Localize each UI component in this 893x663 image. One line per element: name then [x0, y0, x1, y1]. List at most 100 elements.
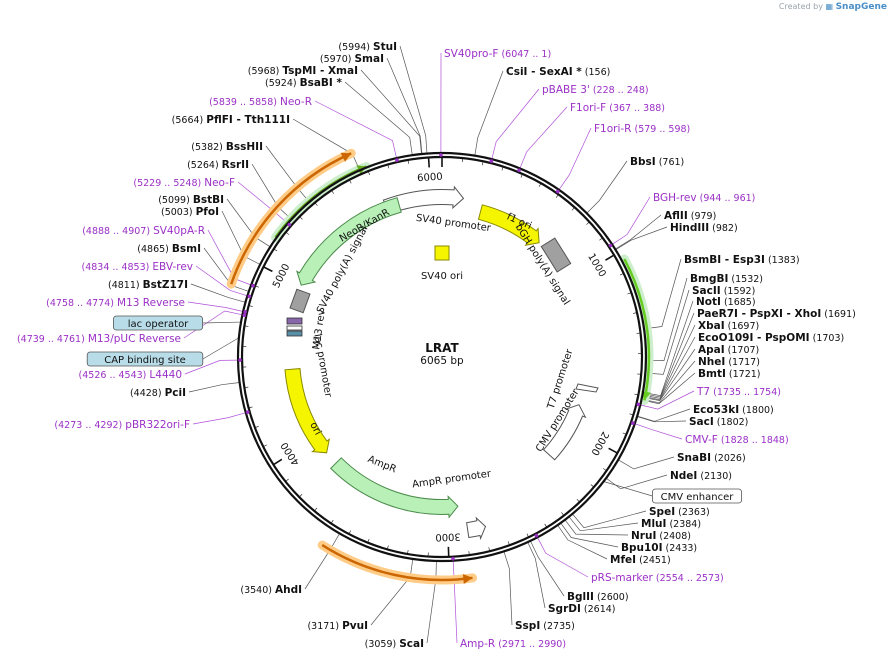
orf-arc[interactable] [321, 544, 473, 582]
feature-cmv-promoter[interactable] [542, 404, 587, 461]
primer-name: M13 Reverse [117, 297, 185, 309]
primer-pbabe-3[interactable]: pBABE 3' (228 .. 248) [542, 84, 649, 96]
site-apai[interactable]: ApaI (1707) [698, 344, 759, 356]
primer-prs-marker[interactable]: pRS-marker (2554 .. 2573) [591, 572, 724, 584]
site-nrui[interactable]: NruI (2408) [631, 530, 691, 542]
primer-neo-r[interactable]: (5839 .. 5858) Neo-R [209, 96, 312, 108]
feature-neor-kanr[interactable] [296, 197, 402, 286]
features[interactable] [284, 185, 599, 541]
site-bbsi[interactable]: BbsI (761) [630, 156, 684, 168]
primer-ebv-rev[interactable]: (4834 .. 4853) EBV-rev [81, 261, 193, 273]
primer-sv40pa-r[interactable]: (4888 .. 4907) SV40pA-R [82, 225, 205, 237]
boxed-label-lac-operator[interactable]: lac operator [113, 315, 203, 331]
tick-mark [299, 216, 303, 220]
feature-sv40-polya[interactable] [289, 288, 311, 314]
site-snabi[interactable]: SnaBI (2026) [677, 452, 746, 464]
site-hindiii[interactable]: HindIII (982) [670, 222, 738, 234]
primer-m13-reverse[interactable]: (4758 .. 4774) M13 Reverse [46, 297, 185, 309]
site-csii-sexai[interactable]: CsiI - SexAI * (156) [506, 66, 610, 78]
site-pflfi-tth111i[interactable]: (5664) PflFI - Tth111I [172, 114, 290, 126]
site-eco53ki[interactable]: Eco53kI (1800) [693, 404, 774, 416]
primer-f1ori-f[interactable]: F1ori-F (367 .. 388) [570, 102, 665, 114]
site-name: BsmBI - Esp3I [684, 254, 765, 266]
feature-cap-site-mark[interactable] [286, 330, 303, 337]
primer-pbr322ori-f[interactable]: (4273 .. 4292) pBR322ori-F [54, 419, 190, 431]
plasmid-name: LRAT [425, 341, 459, 355]
tick-label-group: 6000 [417, 172, 443, 185]
site-bsshii[interactable]: (5382) BssHII [191, 141, 263, 153]
primer-cmv-f[interactable]: CMV-F (1828 .. 1848) [685, 434, 789, 446]
site-ndei[interactable]: NdeI (2130) [670, 470, 732, 482]
site-scai[interactable]: (3059) ScaI [365, 638, 424, 650]
leader-line [530, 540, 565, 597]
site-tspmi-xmai[interactable]: (5968) TspMI - XmaI [248, 65, 358, 77]
primer-f1ori-r[interactable]: F1ori-R (579 .. 598) [594, 123, 690, 135]
restriction-sites[interactable]: (5994) StuI(5970) SmaI(5968) TspMI - Xma… [108, 41, 856, 650]
site-aflii[interactable]: AflII (979) [664, 210, 716, 222]
site-bsmi[interactable]: (4865) BsmI [137, 243, 201, 255]
tick-label: 3000 [435, 530, 461, 542]
site-sacii[interactable]: SacII (1592) [692, 285, 755, 297]
site-bstz17i[interactable]: (4811) BstZ17I [108, 279, 188, 291]
primer-sv40pro-f[interactable]: SV40pro-F (6047 .. 1) [444, 48, 551, 60]
primer-t7[interactable]: T7 (1735 .. 1754) [696, 386, 781, 398]
site-bmgbi[interactable]: BmgBI (1532) [690, 273, 763, 285]
orf-arc[interactable] [623, 258, 651, 401]
site-paer7i-pspxi-xhoi[interactable]: PaeR7I - PspXI - XhoI (1691) [697, 308, 856, 320]
primer-l4440[interactable]: (4526 .. 4543) L4440 [79, 369, 182, 381]
site-sgrdi[interactable]: SgrDI (2614) [548, 603, 616, 615]
site-bstbi[interactable]: (5099) BstBI [158, 194, 224, 206]
primer-bgh-rev[interactable]: BGH-rev (944 .. 961) [653, 192, 755, 204]
site-xbai[interactable]: XbaI (1697) [698, 320, 759, 332]
site-smai[interactable]: (5970) SmaI [320, 53, 384, 65]
site-stui[interactable]: (5994) StuI [338, 41, 397, 53]
site-position: (4811) [108, 280, 143, 291]
site-bglii[interactable]: BglII (2600) [567, 591, 629, 603]
site-mlui[interactable]: MluI (2384) [641, 518, 701, 530]
feature-f1-ori[interactable] [477, 204, 540, 247]
primer-mark [238, 358, 242, 362]
feature-lac-operator-mark[interactable] [286, 325, 303, 331]
primer-neo-f[interactable]: (5229 .. 5248) Neo-F [133, 177, 235, 189]
tick-mark [603, 468, 607, 471]
leader-line [192, 412, 246, 425]
site-pvui[interactable]: (3171) PvuI [307, 620, 368, 632]
site-saci[interactable]: SacI (1802) [689, 416, 748, 428]
site-bpu10i[interactable]: Bpu10I (2433) [621, 542, 697, 554]
feature-sv40-ori[interactable] [434, 245, 450, 261]
leader-line [184, 359, 239, 375]
feature-ori[interactable] [284, 368, 331, 454]
site-pfoi[interactable]: (5003) PfoI [161, 206, 219, 218]
site-bsmbi-esp3i[interactable]: BsmBI - Esp3I (1383) [684, 254, 800, 266]
site-bsabi[interactable]: (5924) BsaBI * [265, 77, 343, 89]
feature-bgh-polya[interactable] [540, 237, 572, 273]
site-ecoo109i-pspomi[interactable]: EcoO109I - PspOMI (1703) [698, 332, 844, 344]
boxed-label-cap-binding-site[interactable]: CAP binding site [86, 351, 204, 367]
feature-ampr-promoter[interactable] [466, 516, 487, 541]
site-name: CsiI - SexAI * [506, 66, 582, 78]
feature-sv40-promoter[interactable] [382, 185, 465, 215]
site-ahdi[interactable]: (3540) AhdI [240, 584, 302, 596]
boxed-label-cmv-enhancer[interactable]: CMV enhancer [652, 488, 743, 504]
primer-m13-puc-reverse[interactable]: (4739 .. 4761) M13/pUC Reverse [17, 333, 181, 345]
site-name: AhdI [275, 584, 302, 596]
orf-arc[interactable] [230, 152, 352, 285]
site-nhei[interactable]: NheI (1717) [698, 356, 760, 368]
site-sspi[interactable]: SspI (2735) [515, 620, 575, 632]
site-name: BstZ17I [143, 279, 188, 291]
feature-ampr[interactable] [329, 457, 459, 519]
feature-m13-rev[interactable] [286, 317, 303, 325]
site-bmti[interactable]: BmtI (1721) [698, 368, 760, 380]
site-rsrii[interactable]: (5264) RsrII [187, 159, 249, 171]
primer-amp-r[interactable]: Amp-R (2971 .. 2990) [460, 638, 566, 650]
site-spei[interactable]: SpeI (2363) [649, 506, 710, 518]
site-mfei[interactable]: MfeI (2451) [610, 554, 671, 566]
leader-line [527, 541, 546, 609]
feature-t7-promoter[interactable] [575, 383, 599, 393]
primer-range: (4834 .. 4853) [81, 262, 152, 273]
primers[interactable]: SV40pro-F (6047 .. 1) pBABE 3' (228 .. 24… [17, 48, 789, 650]
site-noti[interactable]: NotI (1685) [696, 296, 756, 308]
site-pcii[interactable]: (4428) PciI [130, 387, 186, 399]
